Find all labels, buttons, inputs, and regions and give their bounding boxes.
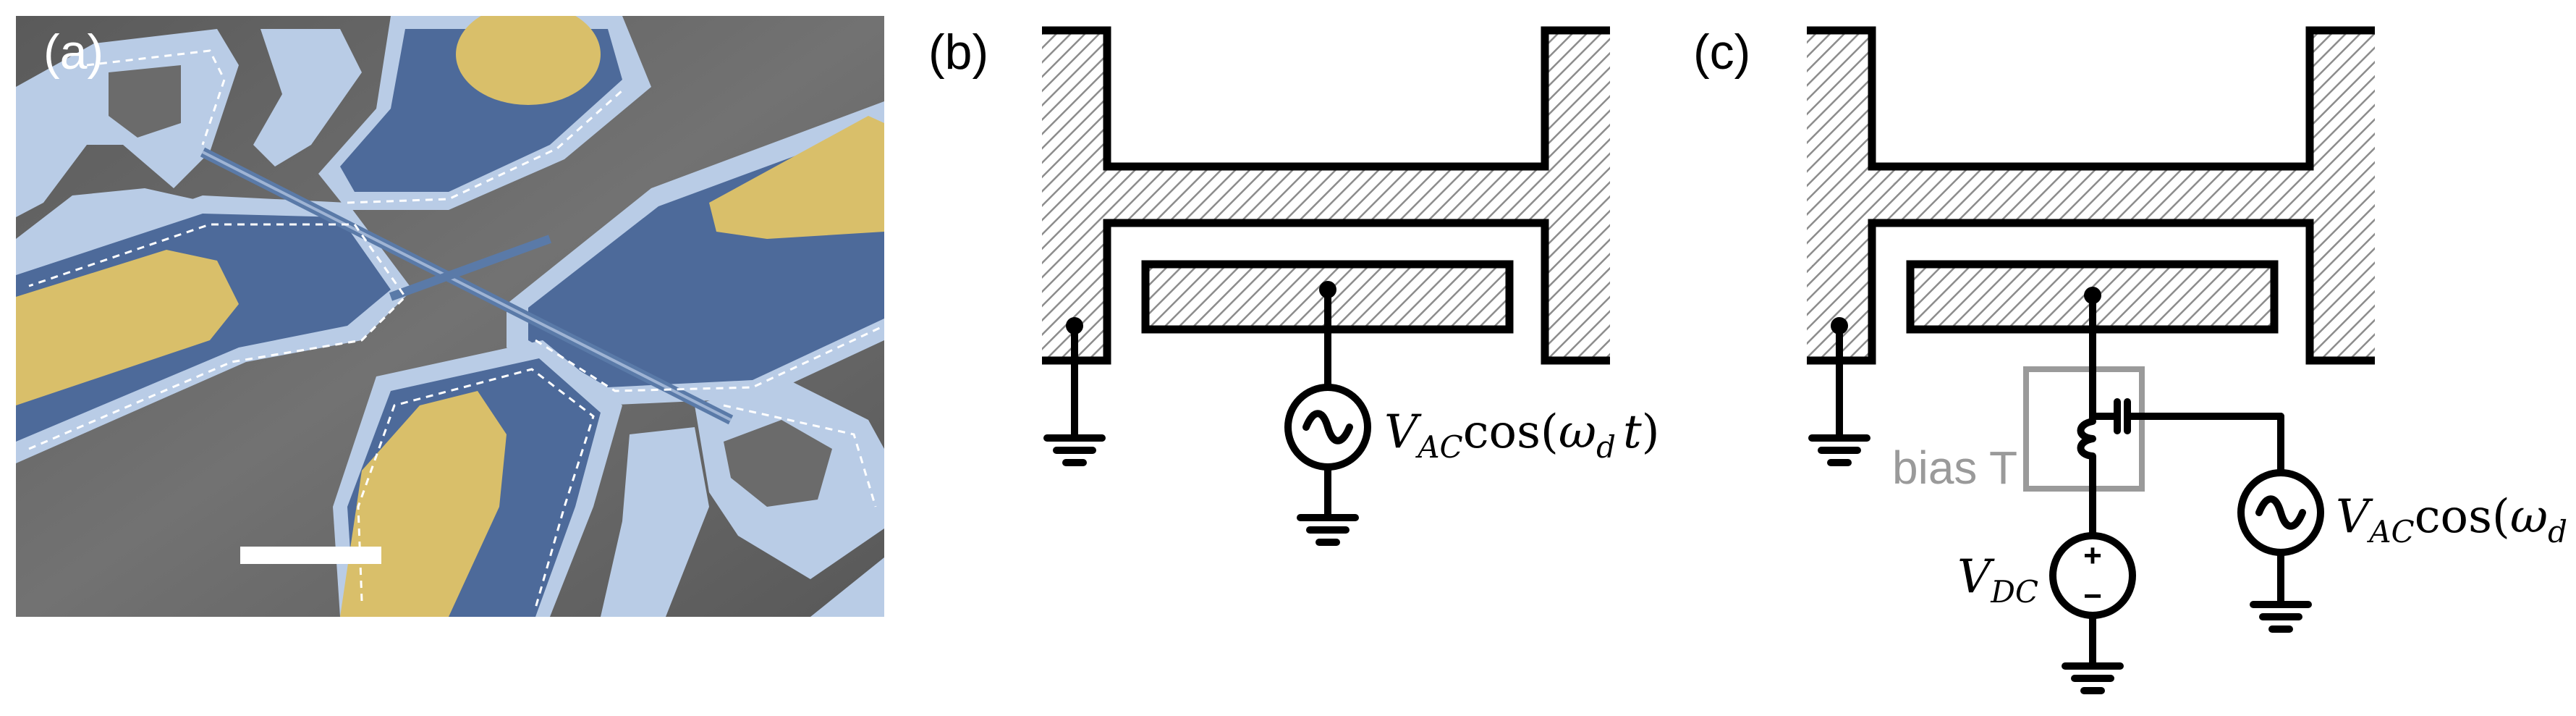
- ground-wire-c: [1808, 317, 1870, 466]
- panel-label-c: (c): [1693, 25, 1750, 80]
- panel-label-a: (a): [43, 25, 103, 80]
- gold-contact-top: [456, 16, 601, 105]
- electrode-lower-right-2: [601, 427, 709, 617]
- gold-contact-bottom: [340, 391, 507, 617]
- panel-label-b: (b): [928, 25, 988, 80]
- beam-cross: [389, 235, 552, 301]
- resonator-b: [1042, 26, 1610, 365]
- bias-tee: [2023, 287, 2284, 539]
- dc-source: [2049, 532, 2136, 694]
- scale-bar: [240, 547, 381, 564]
- sem-image: [16, 16, 884, 617]
- gold-contact-left: [16, 250, 239, 405]
- ac-source-wire-b: [1319, 281, 1336, 391]
- vdc-label: VDC: [1957, 550, 2038, 610]
- gold-contact-right: [709, 116, 884, 239]
- dc-plus-sign: +: [2083, 538, 2102, 573]
- vac-label-c: VACcos(ωdt): [2336, 490, 2576, 549]
- inductor-icon: [2077, 418, 2096, 467]
- ac-source-c: [2237, 469, 2324, 633]
- ac-source-b: [1284, 384, 1371, 546]
- electrode-lower-right-3: [810, 557, 884, 617]
- dc-minus-sign: −: [2083, 578, 2102, 614]
- electrode-upper-small: [253, 29, 362, 167]
- ground-wire-b: [1043, 317, 1106, 466]
- resonator-c: [1807, 26, 2375, 365]
- bias-tee-label: bias T: [1892, 442, 2017, 494]
